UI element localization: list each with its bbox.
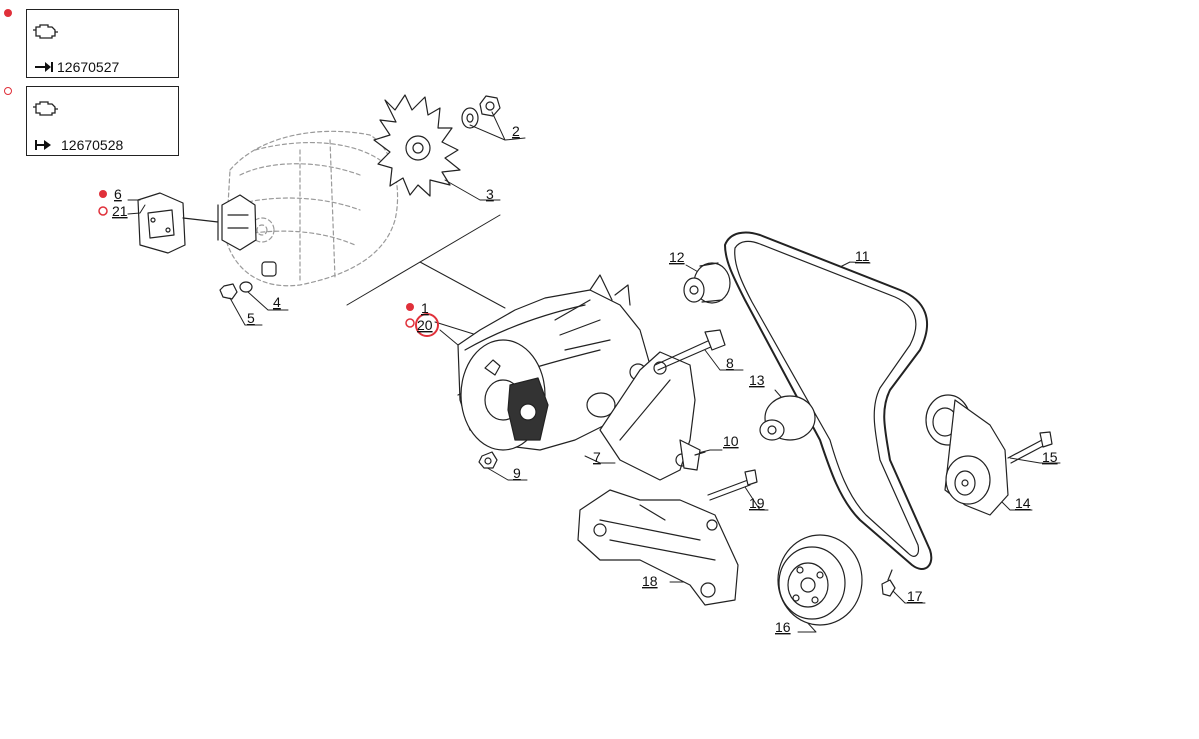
callout-3[interactable]: 3 (486, 186, 494, 202)
callout-7[interactable]: 7 (593, 449, 601, 465)
callout-1[interactable]: 1 (421, 300, 429, 316)
part-12-pulley (683, 262, 731, 304)
callout-19[interactable]: 19 (749, 495, 765, 511)
part-6-regulator (137, 192, 219, 254)
part-9-nut (478, 451, 498, 469)
callout-18[interactable]: 18 (642, 573, 658, 589)
callout-14[interactable]: 14 (1015, 495, 1031, 511)
part-4-washer (239, 281, 253, 293)
part-19-bolt (707, 469, 758, 501)
callout-13[interactable]: 13 (749, 372, 765, 388)
part-18-support (577, 489, 739, 606)
hollow-variant-dot (405, 318, 415, 328)
filled-variant-dot (4, 9, 12, 17)
part-14-tensioner (925, 394, 1009, 516)
callout-2[interactable]: 2 (512, 123, 520, 139)
filled-variant-dot (99, 190, 107, 198)
callout-12[interactable]: 12 (669, 249, 685, 265)
part-2-washer-nut (461, 95, 501, 129)
part-3-fan (373, 94, 461, 197)
hollow-variant-dot (98, 206, 108, 216)
callout-21[interactable]: 21 (112, 203, 128, 219)
part-17-bolt (881, 569, 896, 597)
legend-code-row: 12670527 (35, 59, 119, 75)
callout-20[interactable]: 20 (417, 317, 433, 333)
part-10-bolt (679, 439, 706, 471)
callout-17[interactable]: 17 (907, 588, 923, 604)
callout-10[interactable]: 10 (723, 433, 739, 449)
part-7-bracket (599, 351, 696, 481)
callout-15[interactable]: 15 (1042, 449, 1058, 465)
part-5-nut (219, 283, 238, 300)
legend-code-row: 12670528 (35, 137, 123, 153)
bar-to-arrow-icon (35, 140, 51, 150)
ghost-regulator (221, 194, 277, 277)
engine-icon (33, 101, 58, 116)
part-8-bolt (654, 329, 726, 371)
arrow-to-bar-icon (35, 62, 53, 72)
callout-5[interactable]: 5 (247, 310, 255, 326)
legend-code: 12670527 (57, 59, 120, 75)
engine-icon (33, 24, 58, 39)
part-11-belt (724, 231, 933, 570)
legend-box-filled: 12670527 (26, 9, 179, 78)
legend-box-hollow: 12670528 (26, 86, 179, 156)
callout-9[interactable]: 9 (513, 465, 521, 481)
legend-code: 12670528 (61, 137, 124, 153)
callout-6[interactable]: 6 (114, 186, 122, 202)
part-16-pulley (777, 534, 863, 626)
filled-variant-dot (406, 303, 414, 311)
part-15-bolt (1007, 431, 1053, 464)
callout-16[interactable]: 16 (775, 619, 791, 635)
hollow-variant-dot (4, 87, 12, 95)
leader-lines (127, 111, 1061, 633)
callout-11[interactable]: 11 (855, 248, 870, 264)
part-1-alternator (457, 274, 651, 451)
part-13-pulley (759, 395, 816, 441)
selected-callout-ring (415, 313, 439, 337)
callout-8[interactable]: 8 (726, 355, 734, 371)
callout-4[interactable]: 4 (273, 294, 281, 310)
